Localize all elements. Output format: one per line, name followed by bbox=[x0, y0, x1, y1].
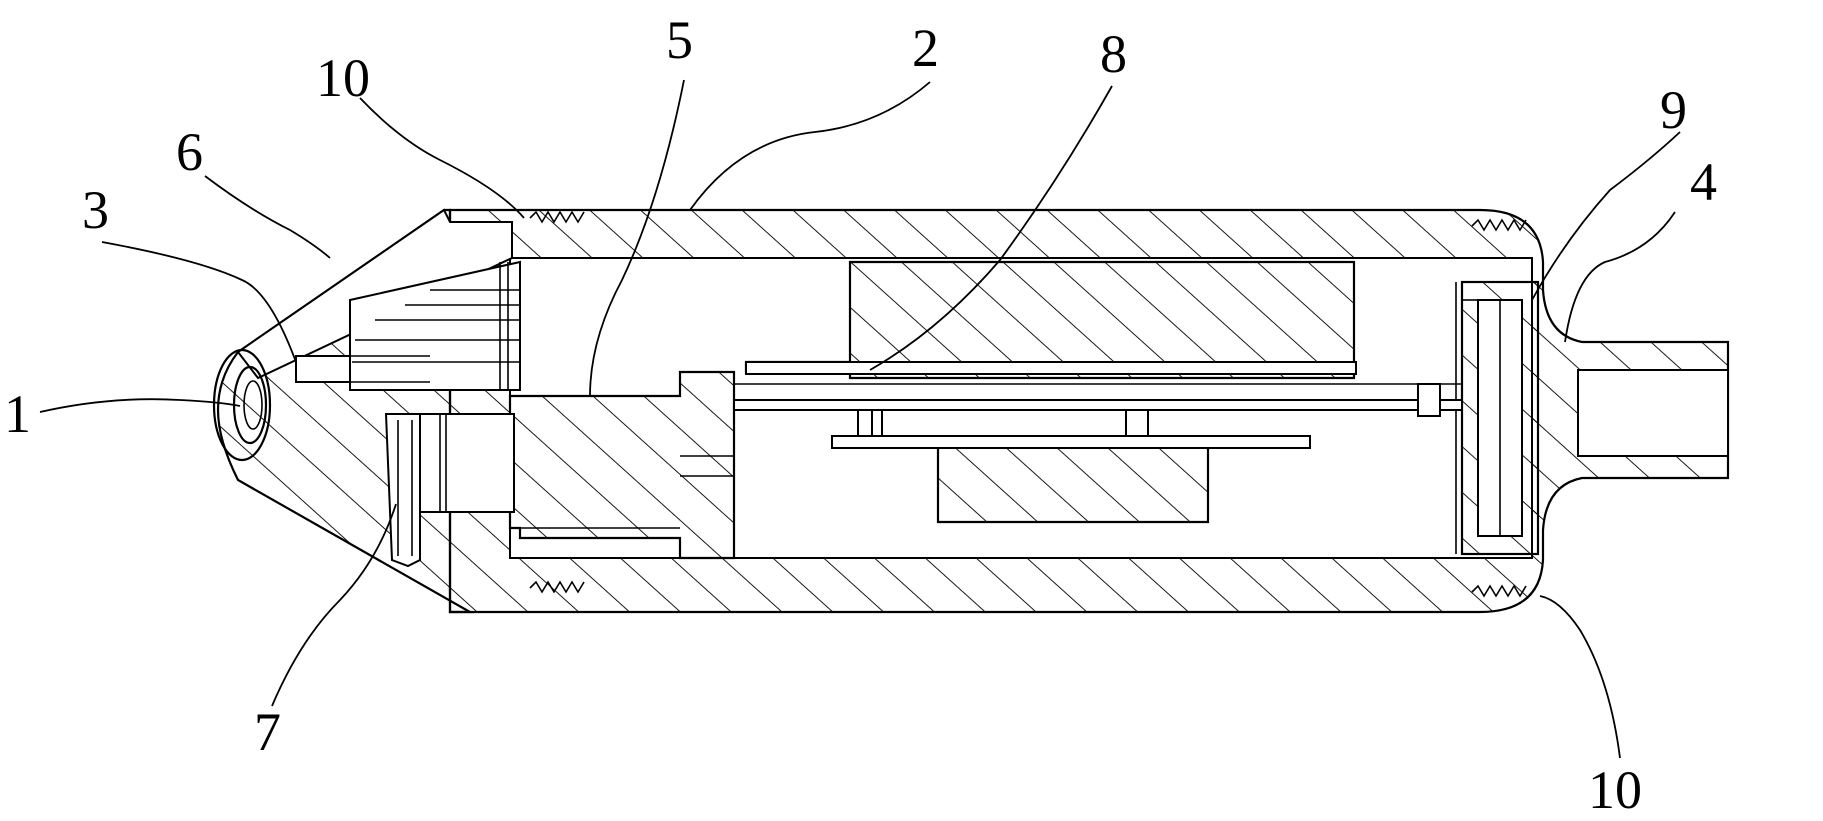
threads bbox=[529, 210, 1527, 598]
label-part-2: 2 bbox=[912, 18, 939, 78]
label-part-4: 4 bbox=[1690, 152, 1717, 212]
label-part-10-bottom: 10 bbox=[1588, 760, 1642, 820]
part-labels: 1 2 3 4 5 6 7 8 9 10 10 bbox=[4, 10, 1717, 820]
leader-lines bbox=[39, 79, 1681, 759]
label-part-3: 3 bbox=[82, 180, 109, 240]
label-part-10-top: 10 bbox=[316, 48, 370, 108]
label-part-9: 9 bbox=[1660, 80, 1687, 140]
label-part-6: 6 bbox=[176, 122, 203, 182]
label-part-7: 7 bbox=[254, 702, 281, 762]
inner-assembly bbox=[295, 260, 1463, 568]
label-part-1: 1 bbox=[4, 384, 31, 444]
label-part-8: 8 bbox=[1100, 24, 1127, 84]
label-part-5: 5 bbox=[666, 10, 693, 70]
